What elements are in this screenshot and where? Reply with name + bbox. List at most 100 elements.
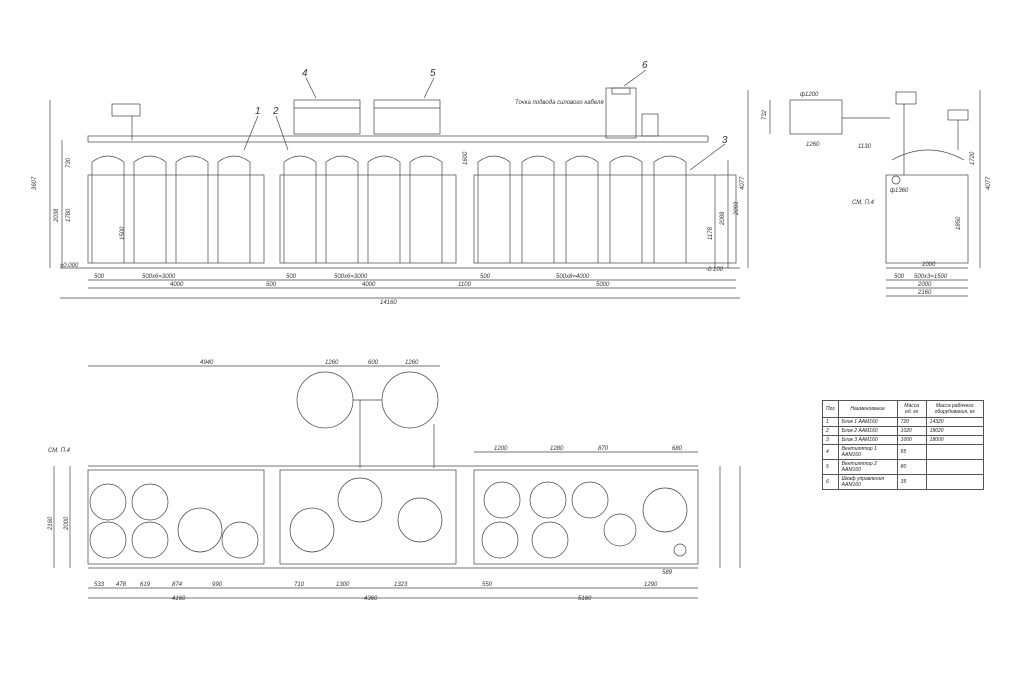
callout-6: 6 [642,60,648,71]
spec-cell: Блок 1 ААМ160 [837,417,898,427]
plan-block-len-3: 5160 [578,596,592,602]
spec-col-name: Наименование [837,400,898,418]
table-row: 4 Вентилятор 1 ААМ160 85 [822,444,984,460]
elev-h-5: 1600 [463,151,469,165]
spec-cell: 3 [822,435,839,445]
plan-bottom-dim-8: 1323 [394,582,408,588]
spec-cell: 2 [822,426,839,436]
spec-cell: Вентилятор 1 ААМ160 [837,444,898,460]
plan-bottom-dim-9: 550 [482,582,493,588]
tank-dome [409,155,443,163]
plan-bottom-dim-10: 1290 [644,582,658,588]
plan-tank [131,483,169,521]
spec-cell: 5 [822,459,839,475]
spec-col-pos: Поз [822,400,839,418]
plan-tank [571,481,609,519]
spec-cell: Блок 2 ААМ160 [837,426,898,436]
spec-cell: 1000 [896,435,927,445]
plan-block-1 [87,469,265,565]
plan-top-dim-2: 1260 [325,360,339,366]
tank-dome [325,155,359,163]
side-h-5: 1850 [956,216,962,230]
elev-dim-4: 500х6=3000 [334,274,368,280]
spec-cell: 35 [896,474,927,490]
callout-1: 1 [255,106,261,117]
plan-left-dim-1: 2160 [48,516,54,531]
plan-row-dim-4: 680 [672,446,683,452]
elev-h-8: 2088 [720,211,726,226]
elev-total: 14160 [380,300,397,306]
side-h-1: 732 [762,109,768,120]
plan-tank [529,481,567,519]
spec-cell: 1020 [896,426,927,436]
plan-row-dim-2: 1280 [550,446,564,452]
overall-height: 3607 [32,176,38,190]
side-dim-4: 2000 [917,282,932,288]
plan-fan-5 [381,371,439,429]
level-below: -0.100 [706,267,724,273]
plan-top-dim-1: 4940 [200,360,214,366]
callout-3: 3 [722,135,728,146]
plan-tank [397,497,443,543]
elev-dim-2: 500х6=3000 [142,274,176,280]
side-dim-7: 500х3=1500 [914,274,948,280]
plan-row-dim-3: 870 [598,446,609,452]
elev-h-1: 730 [66,157,72,168]
spec-cell: 720 [896,417,927,427]
spec-cell: Вентилятор 2 ААМ160 [837,459,898,475]
plan-bottom-dim-3: 619 [140,582,151,588]
plan-tank [642,487,688,533]
plan-tank [289,507,335,553]
fan-5 [373,99,441,135]
plan-tank [337,477,383,523]
table-row: 6 Шкаф управления ААМ160 35 [822,474,984,490]
plan-tank [603,513,637,547]
tank-dome [133,155,167,163]
plan-tank [481,521,519,559]
spec-cell: 6 [822,474,839,490]
table-row: 2 Блок 2 ААМ160 1020 18020 [822,426,984,436]
spec-cell: 85 [896,444,927,460]
plan-tank [89,483,127,521]
spec-cell [925,459,984,475]
tank-dome [609,155,643,163]
plan-block-len-1: 4160 [172,596,186,602]
side-h-3: 4077 [986,176,992,190]
plan-label: СМ. П.4 [48,448,71,454]
cable-note: Точка подвода силового кабеля [515,100,604,106]
plan-bottom-dim-5: 990 [212,582,223,588]
side-dim-6: 500 [894,274,905,280]
table-row: 5 Вентилятор 2 ААМ160 80 [822,459,984,475]
tank-dome [91,155,125,163]
plan-row-dim-1: 1200 [494,446,508,452]
side-dim-2: 1260 [806,142,820,148]
block-3 [473,174,737,264]
side-dim-1: ф1200 [800,92,819,98]
plan-fan-4 [296,371,354,429]
tank-dome [367,155,401,163]
elev-block-len-3: 5000 [596,282,610,288]
plan-tank [221,521,259,559]
tank-dome [477,155,511,163]
elev-h-7: 1178 [708,226,714,240]
side-block [885,174,969,264]
spec-cell: 18000 [925,435,984,445]
side-view [769,90,981,297]
plan-tank [483,481,521,519]
plan-left-dim-2: 2000 [64,516,70,531]
spec-col-total: Масса рабочего оборудования, кг [925,400,984,418]
plan-tank [89,521,127,559]
plan-tank [131,521,169,559]
tank-dome [217,155,251,163]
plan-tank [531,521,569,559]
elev-dim-5: 500 [480,274,491,280]
level-zero: ±0.000 [60,263,79,269]
spec-cell: 4 [822,444,839,460]
elev-gap-1: 500 [266,282,277,288]
plan-block-3 [473,469,699,565]
side-h-4: 1720 [970,151,976,165]
plan-top-dim-3: 600 [368,360,379,366]
tank-dome [565,155,599,163]
elev-gap-2: 1100 [458,282,472,288]
